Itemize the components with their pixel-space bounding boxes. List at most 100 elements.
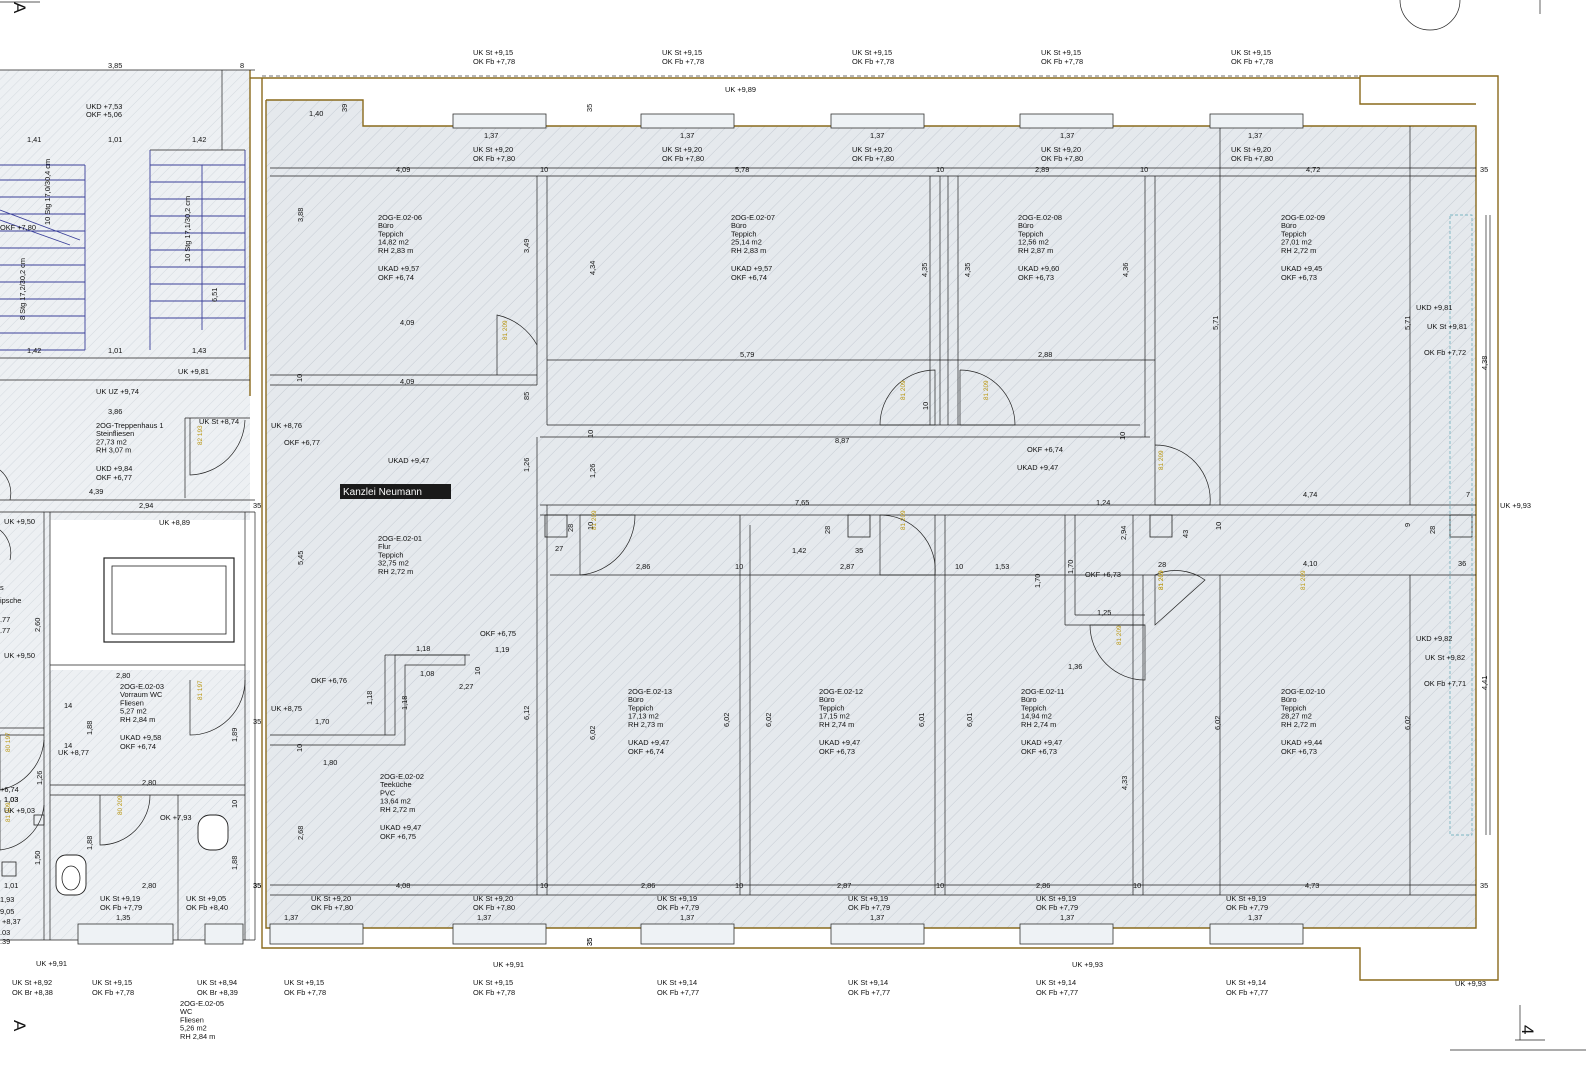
dimension-label: 1,24 (1096, 498, 1110, 507)
dimension-label: 6,51 (210, 288, 219, 302)
window-level-inner: OK Fb +7,80 (852, 154, 894, 163)
room-level-line: OKF +6,74 (378, 273, 414, 282)
room-label-line: Büro (1281, 221, 1297, 230)
dimension-label: 35 (855, 546, 863, 555)
window-level-bottom-inner: UK St +9,19 (657, 894, 697, 903)
dimension-label: 1,43 (192, 346, 206, 355)
window-level-top: UK St +9,15 (1231, 48, 1271, 57)
room-level-line: UKAD +9,57 (378, 264, 419, 273)
level-label: UKD +9,81 (1416, 303, 1452, 312)
dimension-label: 1,70 (315, 717, 329, 726)
window-level-bottom-outer: UK St +9,15 (284, 978, 324, 987)
room-label-line: RH 2,72 m (378, 567, 413, 576)
room-level-line: OKF +6,73 (1018, 273, 1054, 282)
room-label-line: RH 2,72 m (380, 805, 415, 814)
dimension-label: 1,37 (870, 913, 884, 922)
dimension-label: 1,41 (27, 135, 41, 144)
room-label-line: Büro (1018, 221, 1034, 230)
room-label-line: WC (180, 1007, 193, 1016)
dimension-label: 3,49 (522, 239, 531, 253)
room-label-line: 2OG-Treppenhaus 1 (96, 421, 164, 430)
axis-label-a-top: A (10, 2, 29, 14)
windows (77, 113, 1304, 945)
dimension-label: 3,88 (296, 208, 305, 222)
dimension-label: 1,89 (230, 728, 239, 742)
dimension-label: 1,88 (85, 836, 94, 850)
dimension-label: 6,12 (522, 706, 531, 720)
dimension-label: 6,02 (764, 713, 773, 727)
window-level-top: OK Fb +7,78 (662, 57, 704, 66)
room-level-line: OKF +6,77 (96, 473, 132, 482)
dimension-label: 4,09 (400, 318, 414, 327)
room-label-line: Teppich (1018, 229, 1043, 238)
window-level-bottom-outer: OK Fb +7,77 (848, 988, 890, 997)
door-label: 81 209 (5, 802, 12, 822)
dimension-label: 10 (936, 165, 944, 174)
window-level-inner: UK St +9,20 (1041, 145, 1081, 154)
door-label: 81 209 (900, 510, 907, 530)
dimension-label: 4,39 (89, 487, 103, 496)
room-label-line: Teppich (731, 229, 756, 238)
room-label-line: 28,27 m2 (1281, 712, 1312, 721)
door-swings (0, 314, 1211, 851)
window-level-top: OK Fb +7,78 (852, 57, 894, 66)
dimension-label: 14 (64, 701, 72, 710)
room-label-line: 32,75 m2 (378, 559, 409, 568)
window-labels: UK St +9,15 OK Fb +7,78 UK St +9,15 OK Fb +… (12, 48, 1273, 997)
room-level-line: OKF +6,73 (819, 747, 855, 756)
dimension-label: 4,34 (588, 261, 597, 275)
room-label-line: 27,73 m2 (96, 437, 127, 446)
window-level-bottom-outer: UK St +9,14 (1036, 978, 1076, 987)
level-label: OK Fb +7,71 (1424, 679, 1466, 688)
dimension-label: 1,53 (995, 562, 1009, 571)
room-label-line: 2OG-E.02-09 (1281, 213, 1325, 222)
level-label: UK +9,50 (4, 651, 35, 660)
window-level-top: UK St +9,15 (473, 48, 513, 57)
dimension-label: 4,08 (396, 881, 410, 890)
window-level-bottom-inner: OK Fb +7,79 (1226, 903, 1268, 912)
dimension-label: 10 (586, 430, 595, 438)
room-label-line: 25,14 m2 (731, 238, 762, 247)
dimension-label: 1,70 (1033, 574, 1042, 588)
dimension-label: 1,80 (323, 758, 337, 767)
room-label-line: 2OG-E.02-05 (180, 999, 224, 1008)
room-level-line: UKAD +9,57 (731, 264, 772, 273)
window-level-bottom-outer: UK St +9,15 (473, 978, 513, 987)
window-level-bottom-inner: UK St +9,19 (100, 894, 140, 903)
room-level-line: UKAD +9,44 (1281, 738, 1322, 747)
dimension-label: 2,89 (1035, 165, 1049, 174)
dimension-label: 8,87 (835, 436, 849, 445)
dimension-label: 2,94 (1119, 526, 1128, 540)
door-label: 81 209 (1158, 570, 1165, 590)
room-label-line: 5,26 m2 (180, 1024, 207, 1033)
staircase (0, 150, 246, 351)
room-label-line: 13,64 m2 (380, 797, 411, 806)
door-label: 81 197 (197, 680, 204, 700)
dimension-label: 1,37 (484, 131, 498, 140)
room-label-line: Teppich (1021, 703, 1046, 712)
window-level-bottom-inner: OK Fb +7,79 (100, 903, 142, 912)
dimension-label: 1,01 (4, 881, 18, 890)
level-label: UKAD +9,47 (388, 456, 429, 465)
dimension-label: 6,02 (588, 726, 597, 740)
dimension-label: 35 (253, 717, 261, 726)
dimension-label: 1,26 (522, 458, 531, 472)
door-label: 80 197 (5, 732, 12, 752)
dimension-label: 10 (295, 744, 304, 752)
edge-fragment: .77 (0, 626, 10, 635)
dimension-label: 10 (540, 881, 548, 890)
room-level-line: OKF +6,74 (731, 273, 767, 282)
dimension-label: 28 (823, 526, 832, 534)
room-label-line: 17,13 m2 (628, 712, 659, 721)
dimension-label: 10 (735, 881, 743, 890)
dimension-label: 28 (1158, 560, 1166, 569)
room-label-line: Teppich (628, 703, 653, 712)
room-label-line: Büro (819, 695, 835, 704)
dimension-label: 10 (540, 165, 548, 174)
room-level-line: UKAD +9,58 (120, 733, 161, 742)
dimension-label: 1,37 (1060, 913, 1074, 922)
dimension-label: 1,37 (477, 913, 491, 922)
dimension-label: 4,73 (1305, 881, 1319, 890)
